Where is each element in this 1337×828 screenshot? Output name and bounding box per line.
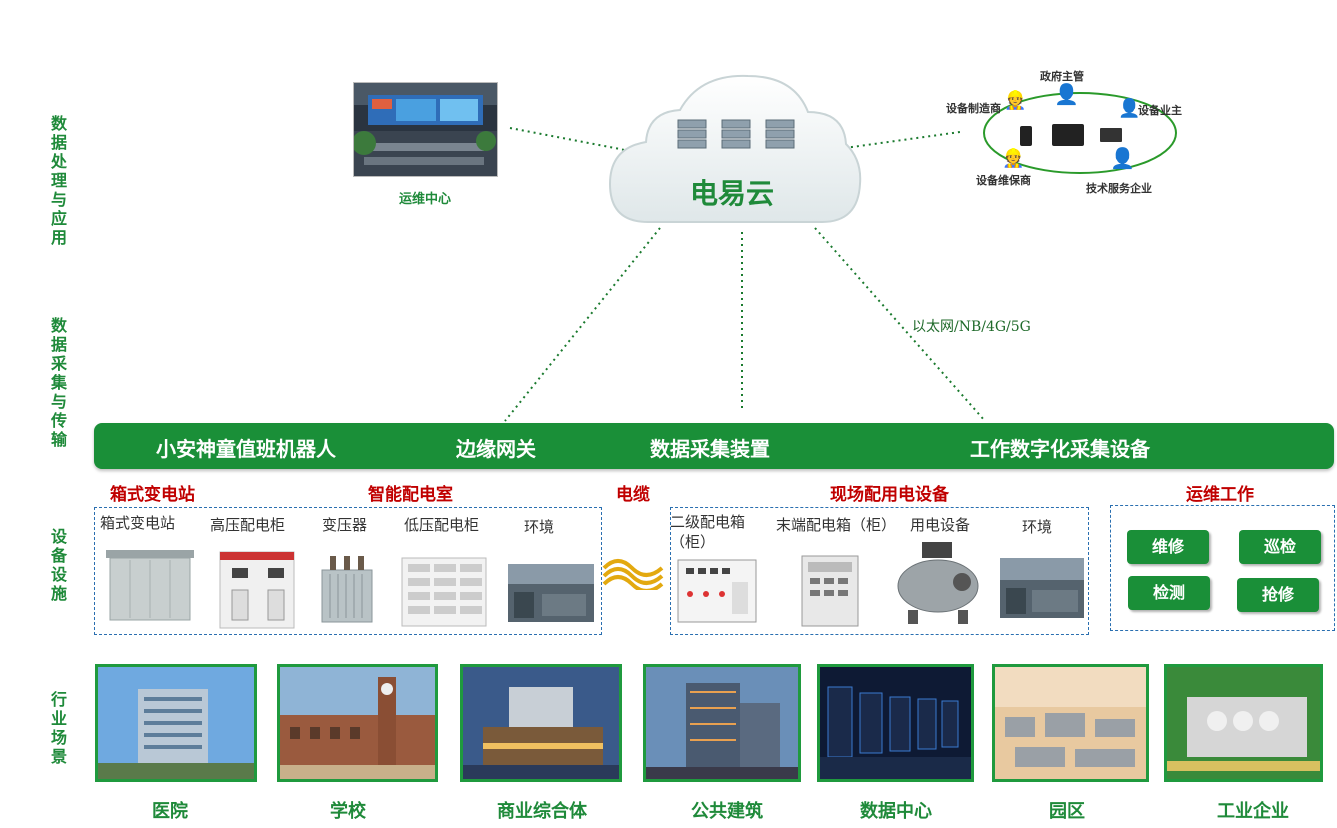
industry-label: 商业综合体 xyxy=(497,801,587,822)
scene-industrial-image xyxy=(1164,664,1323,782)
server-icon xyxy=(676,118,708,156)
layer-label-equipment: 设备设施 xyxy=(50,527,67,603)
cloud-shape xyxy=(608,74,862,223)
industry-label: 数据中心 xyxy=(860,801,932,822)
ops-test-button[interactable]: 检测 xyxy=(1128,576,1210,610)
category-field-equipment: 现场配用电设备 xyxy=(830,485,949,505)
lv-cabinet-image xyxy=(400,556,488,632)
device-label: 箱式变电站 xyxy=(100,514,176,532)
cable-icon xyxy=(602,556,670,594)
equipment-box-right xyxy=(670,507,1089,635)
stakeholder-owner: 设备业主 xyxy=(1138,104,1182,117)
collection-item-digital: 工作数字化采集设备 xyxy=(970,437,1150,461)
industry-label: 公共建筑 xyxy=(691,801,763,822)
transformer-image xyxy=(314,552,380,632)
scene-public-building-image xyxy=(643,664,801,782)
device-label: 变压器 xyxy=(322,516,368,534)
box-substation-image xyxy=(104,546,196,626)
device-label: 低压配电柜 xyxy=(404,516,480,534)
collection-item-device: 数据采集装置 xyxy=(650,437,770,461)
industry-label: 学校 xyxy=(330,801,366,822)
secondary-box-image xyxy=(676,558,758,628)
device-label: 末端配电箱（柜） xyxy=(776,516,897,534)
industry-label: 医院 xyxy=(152,801,188,822)
scene-commercial-image xyxy=(460,664,622,782)
category-cable: 电缆 xyxy=(616,485,650,505)
ops-repair-button[interactable]: 维修 xyxy=(1127,530,1209,564)
device-label: 环境 xyxy=(524,518,555,536)
person-icon: 👤 xyxy=(1118,98,1141,119)
scene-park-image xyxy=(992,664,1149,782)
device-label: 二级配电箱（柜） xyxy=(670,513,746,551)
network-label: 以太网/NB/4G/5G xyxy=(912,319,1031,335)
category-box-substation: 箱式变电站 xyxy=(110,485,195,505)
stakeholder-tech-service: 技术服务企业 xyxy=(1086,182,1152,195)
person-icon: 👤 xyxy=(1054,82,1079,106)
collection-bar: 小安神童值班机器人 边缘网关 数据采集装置 工作数字化采集设备 xyxy=(94,423,1334,469)
terminal-box-image xyxy=(800,554,860,632)
environment-image xyxy=(508,564,594,626)
industry-label: 工业企业 xyxy=(1217,801,1289,822)
phone-icon xyxy=(1020,126,1032,146)
scene-hospital-image xyxy=(95,664,257,782)
layer-label-data-processing: 数据处理与应用 xyxy=(50,114,67,247)
scene-data-center-image xyxy=(817,664,974,782)
scene-school-image xyxy=(277,664,438,782)
stakeholder-manufacturer: 设备制造商 xyxy=(946,102,1001,115)
ops-inspect-button[interactable]: 巡检 xyxy=(1239,530,1321,564)
hv-cabinet-image xyxy=(218,550,296,634)
device-label: 环境 xyxy=(1022,518,1053,536)
tablet-icon xyxy=(1052,124,1084,146)
category-smart-room: 智能配电室 xyxy=(368,485,453,505)
person-icon: 👷 xyxy=(1004,90,1027,111)
stakeholder-maintainer: 设备维保商 xyxy=(976,174,1031,187)
laptop-icon xyxy=(1100,128,1122,142)
industry-label: 园区 xyxy=(1049,801,1085,822)
person-icon: 👤 xyxy=(1110,146,1135,170)
device-label: 用电设备 xyxy=(910,516,971,534)
layer-label-industry: 行业场景 xyxy=(50,690,67,766)
server-icon xyxy=(764,118,796,156)
server-icon xyxy=(720,118,752,156)
category-ops-work: 运维工作 xyxy=(1186,485,1254,505)
device-label: 高压配电柜 xyxy=(210,516,286,534)
power-equipment-image xyxy=(892,540,984,630)
collection-item-robot: 小安神童值班机器人 xyxy=(156,437,336,461)
environment-image xyxy=(1000,558,1084,622)
ops-center-image xyxy=(353,82,498,177)
cloud-label: 电易云 xyxy=(690,177,775,210)
equipment-box-left xyxy=(94,507,602,635)
stakeholder-government: 政府主管 xyxy=(1040,70,1084,83)
collection-item-gateway: 边缘网关 xyxy=(456,437,536,461)
layer-label-data-collection: 数据采集与传输 xyxy=(50,316,67,449)
ops-emergency-button[interactable]: 抢修 xyxy=(1237,578,1319,612)
ops-work-box xyxy=(1110,505,1335,631)
ops-center-label: 运维中心 xyxy=(399,192,452,207)
stakeholder-ring xyxy=(983,92,1177,174)
person-icon: 👷 xyxy=(1002,148,1025,169)
